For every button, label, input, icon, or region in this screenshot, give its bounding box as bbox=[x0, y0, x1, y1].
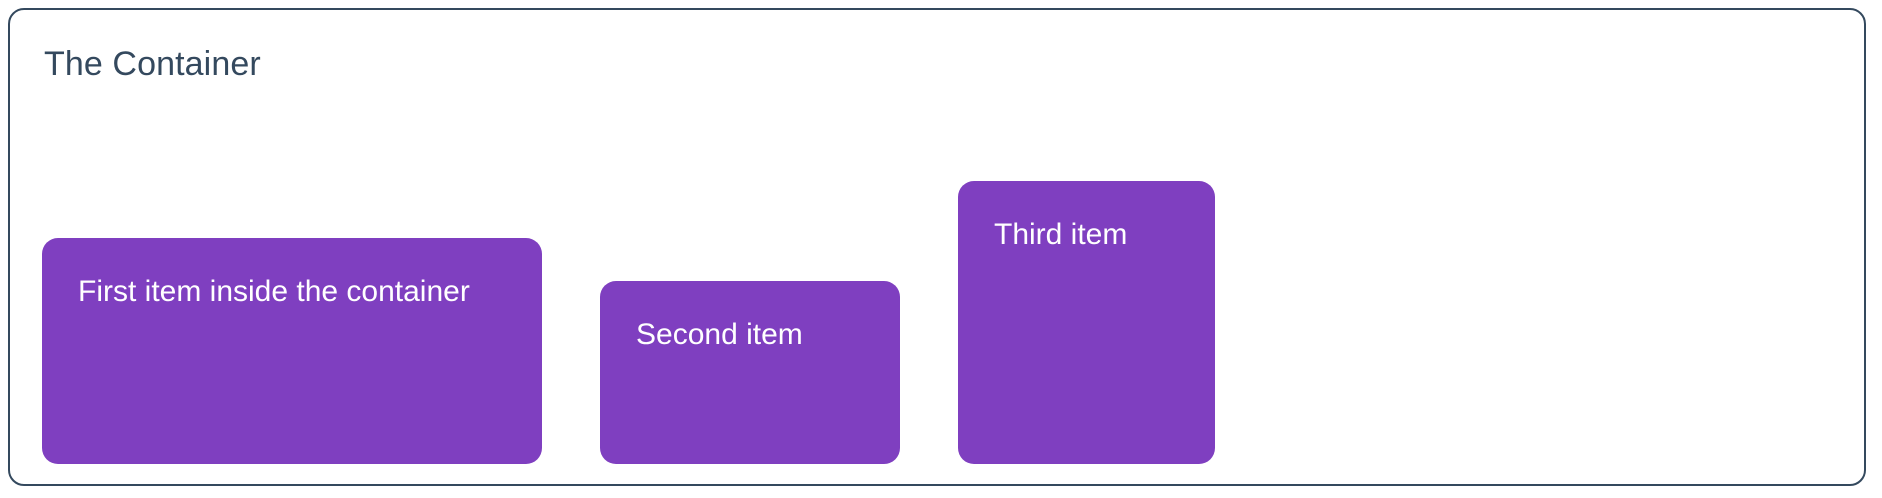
flex-item-third-label: Third item bbox=[994, 218, 1128, 251]
flex-item-row: First item inside the container Second i… bbox=[10, 84, 1864, 484]
flex-item-first[interactable]: First item inside the container bbox=[42, 238, 542, 464]
flex-item-second[interactable]: Second item bbox=[600, 281, 900, 464]
flex-item-second-label: Second item bbox=[636, 318, 803, 351]
flex-item-first-label: First item inside the container bbox=[78, 275, 470, 308]
flex-container: The Container First item inside the cont… bbox=[8, 8, 1866, 486]
container-title: The Container bbox=[44, 45, 261, 83]
flex-item-third[interactable]: Third item bbox=[958, 181, 1215, 464]
